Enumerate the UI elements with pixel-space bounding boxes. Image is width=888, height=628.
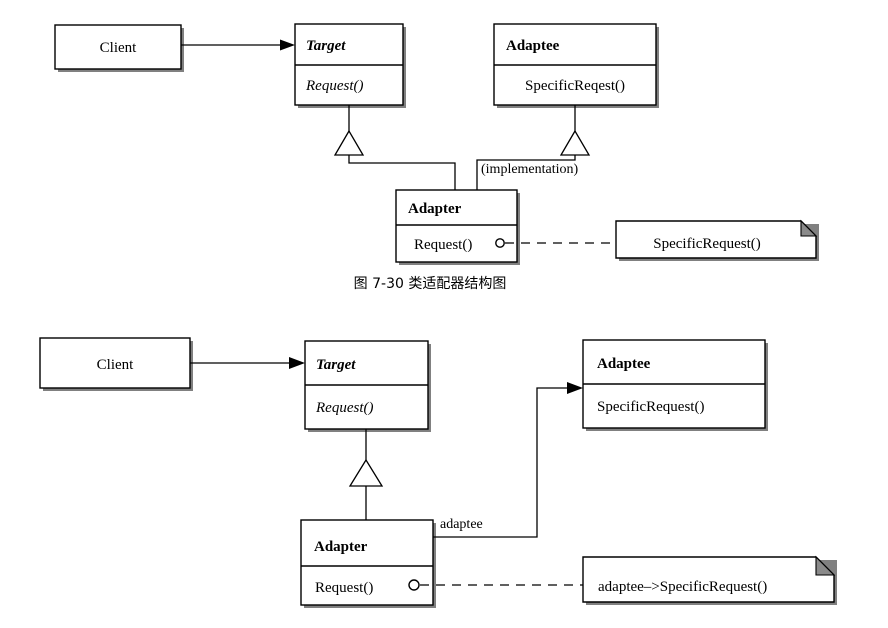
bottom-note-socket-circle xyxy=(408,579,420,591)
top-adapter-adaptee-generalization: (implementation) xyxy=(476,105,591,190)
top-note[interactable]: SpecificRequest() xyxy=(615,219,819,261)
top-gen-adaptee-triangle xyxy=(559,129,591,156)
top-adapter-target-generalization xyxy=(333,105,456,190)
top-target-operation: Request() xyxy=(305,78,363,94)
bottom-client-target-arrowhead xyxy=(289,357,305,369)
bottom-target-operation: Request() xyxy=(315,400,373,416)
bottom-association-arrowhead xyxy=(567,382,583,394)
top-adapter-name: Adapter xyxy=(408,201,462,217)
bottom-client-target-association xyxy=(190,357,305,369)
bottom-note-text: adaptee–>SpecificRequest() xyxy=(598,579,767,595)
bottom-gen-triangle xyxy=(348,458,384,487)
top-adapter-class[interactable]: Adapter Request() xyxy=(395,189,520,265)
top-note-socket-circle xyxy=(495,238,505,248)
top-caption-text: 图 7-30 类适配器结构图 xyxy=(354,276,507,292)
top-client-class[interactable]: Client xyxy=(54,24,184,72)
top-client-target-arrowhead xyxy=(280,39,295,51)
top-target-class[interactable]: Target Request() xyxy=(294,23,406,108)
top-implementation-label: (implementation) xyxy=(481,162,579,177)
bottom-association-role-label: adaptee xyxy=(440,517,483,532)
top-adaptee-operation: SpecificReqest() xyxy=(525,78,625,94)
top-target-name: Target xyxy=(306,38,346,54)
top-note-link xyxy=(495,238,616,248)
bottom-adapter-class[interactable]: Adapter Request() xyxy=(300,519,436,608)
bottom-target-name: Target xyxy=(316,357,356,373)
bottom-client-class[interactable]: Client xyxy=(39,337,193,391)
top-note-fold-icon xyxy=(800,219,818,237)
bottom-adapter-operation: Request() xyxy=(315,580,373,596)
bottom-note[interactable]: adaptee–>SpecificRequest() xyxy=(582,555,837,605)
bottom-adaptee-operation: SpecificRequest() xyxy=(597,399,704,415)
bottom-client-label: Client xyxy=(97,357,134,373)
bottom-adaptee-name: Adaptee xyxy=(597,356,651,372)
bottom-association-elbow xyxy=(433,387,570,538)
bottom-note-link xyxy=(408,579,583,591)
top-adapter-operation: Request() xyxy=(414,237,472,253)
bottom-adapter-target-generalization xyxy=(348,429,384,520)
bottom-adapter-box xyxy=(300,519,434,606)
top-gen-adaptee-elbow xyxy=(476,155,576,190)
top-diagram-caption: 图 7-30 类适配器结构图 xyxy=(354,276,507,292)
top-adaptee-name: Adaptee xyxy=(506,38,560,54)
top-gen-target-triangle xyxy=(333,129,365,156)
bottom-note-fold-icon xyxy=(815,555,836,576)
top-gen-target-elbow xyxy=(348,155,456,190)
top-adaptee-class[interactable]: Adaptee SpecificReqest() xyxy=(493,23,659,108)
top-note-text: SpecificRequest() xyxy=(653,236,760,252)
bottom-adapter-adaptee-association: adaptee xyxy=(433,382,583,538)
top-note-body xyxy=(615,220,817,259)
bottom-adaptee-class[interactable]: Adaptee SpecificRequest() xyxy=(582,339,768,431)
top-client-box xyxy=(54,24,182,70)
bottom-note-body xyxy=(582,556,835,603)
top-adapter-box xyxy=(395,189,518,263)
bottom-target-class[interactable]: Target Request() xyxy=(304,340,431,432)
bottom-adapter-name: Adapter xyxy=(314,539,368,555)
top-client-target-association xyxy=(181,39,295,51)
bottom-client-box xyxy=(39,337,191,389)
top-client-label: Client xyxy=(100,40,137,56)
